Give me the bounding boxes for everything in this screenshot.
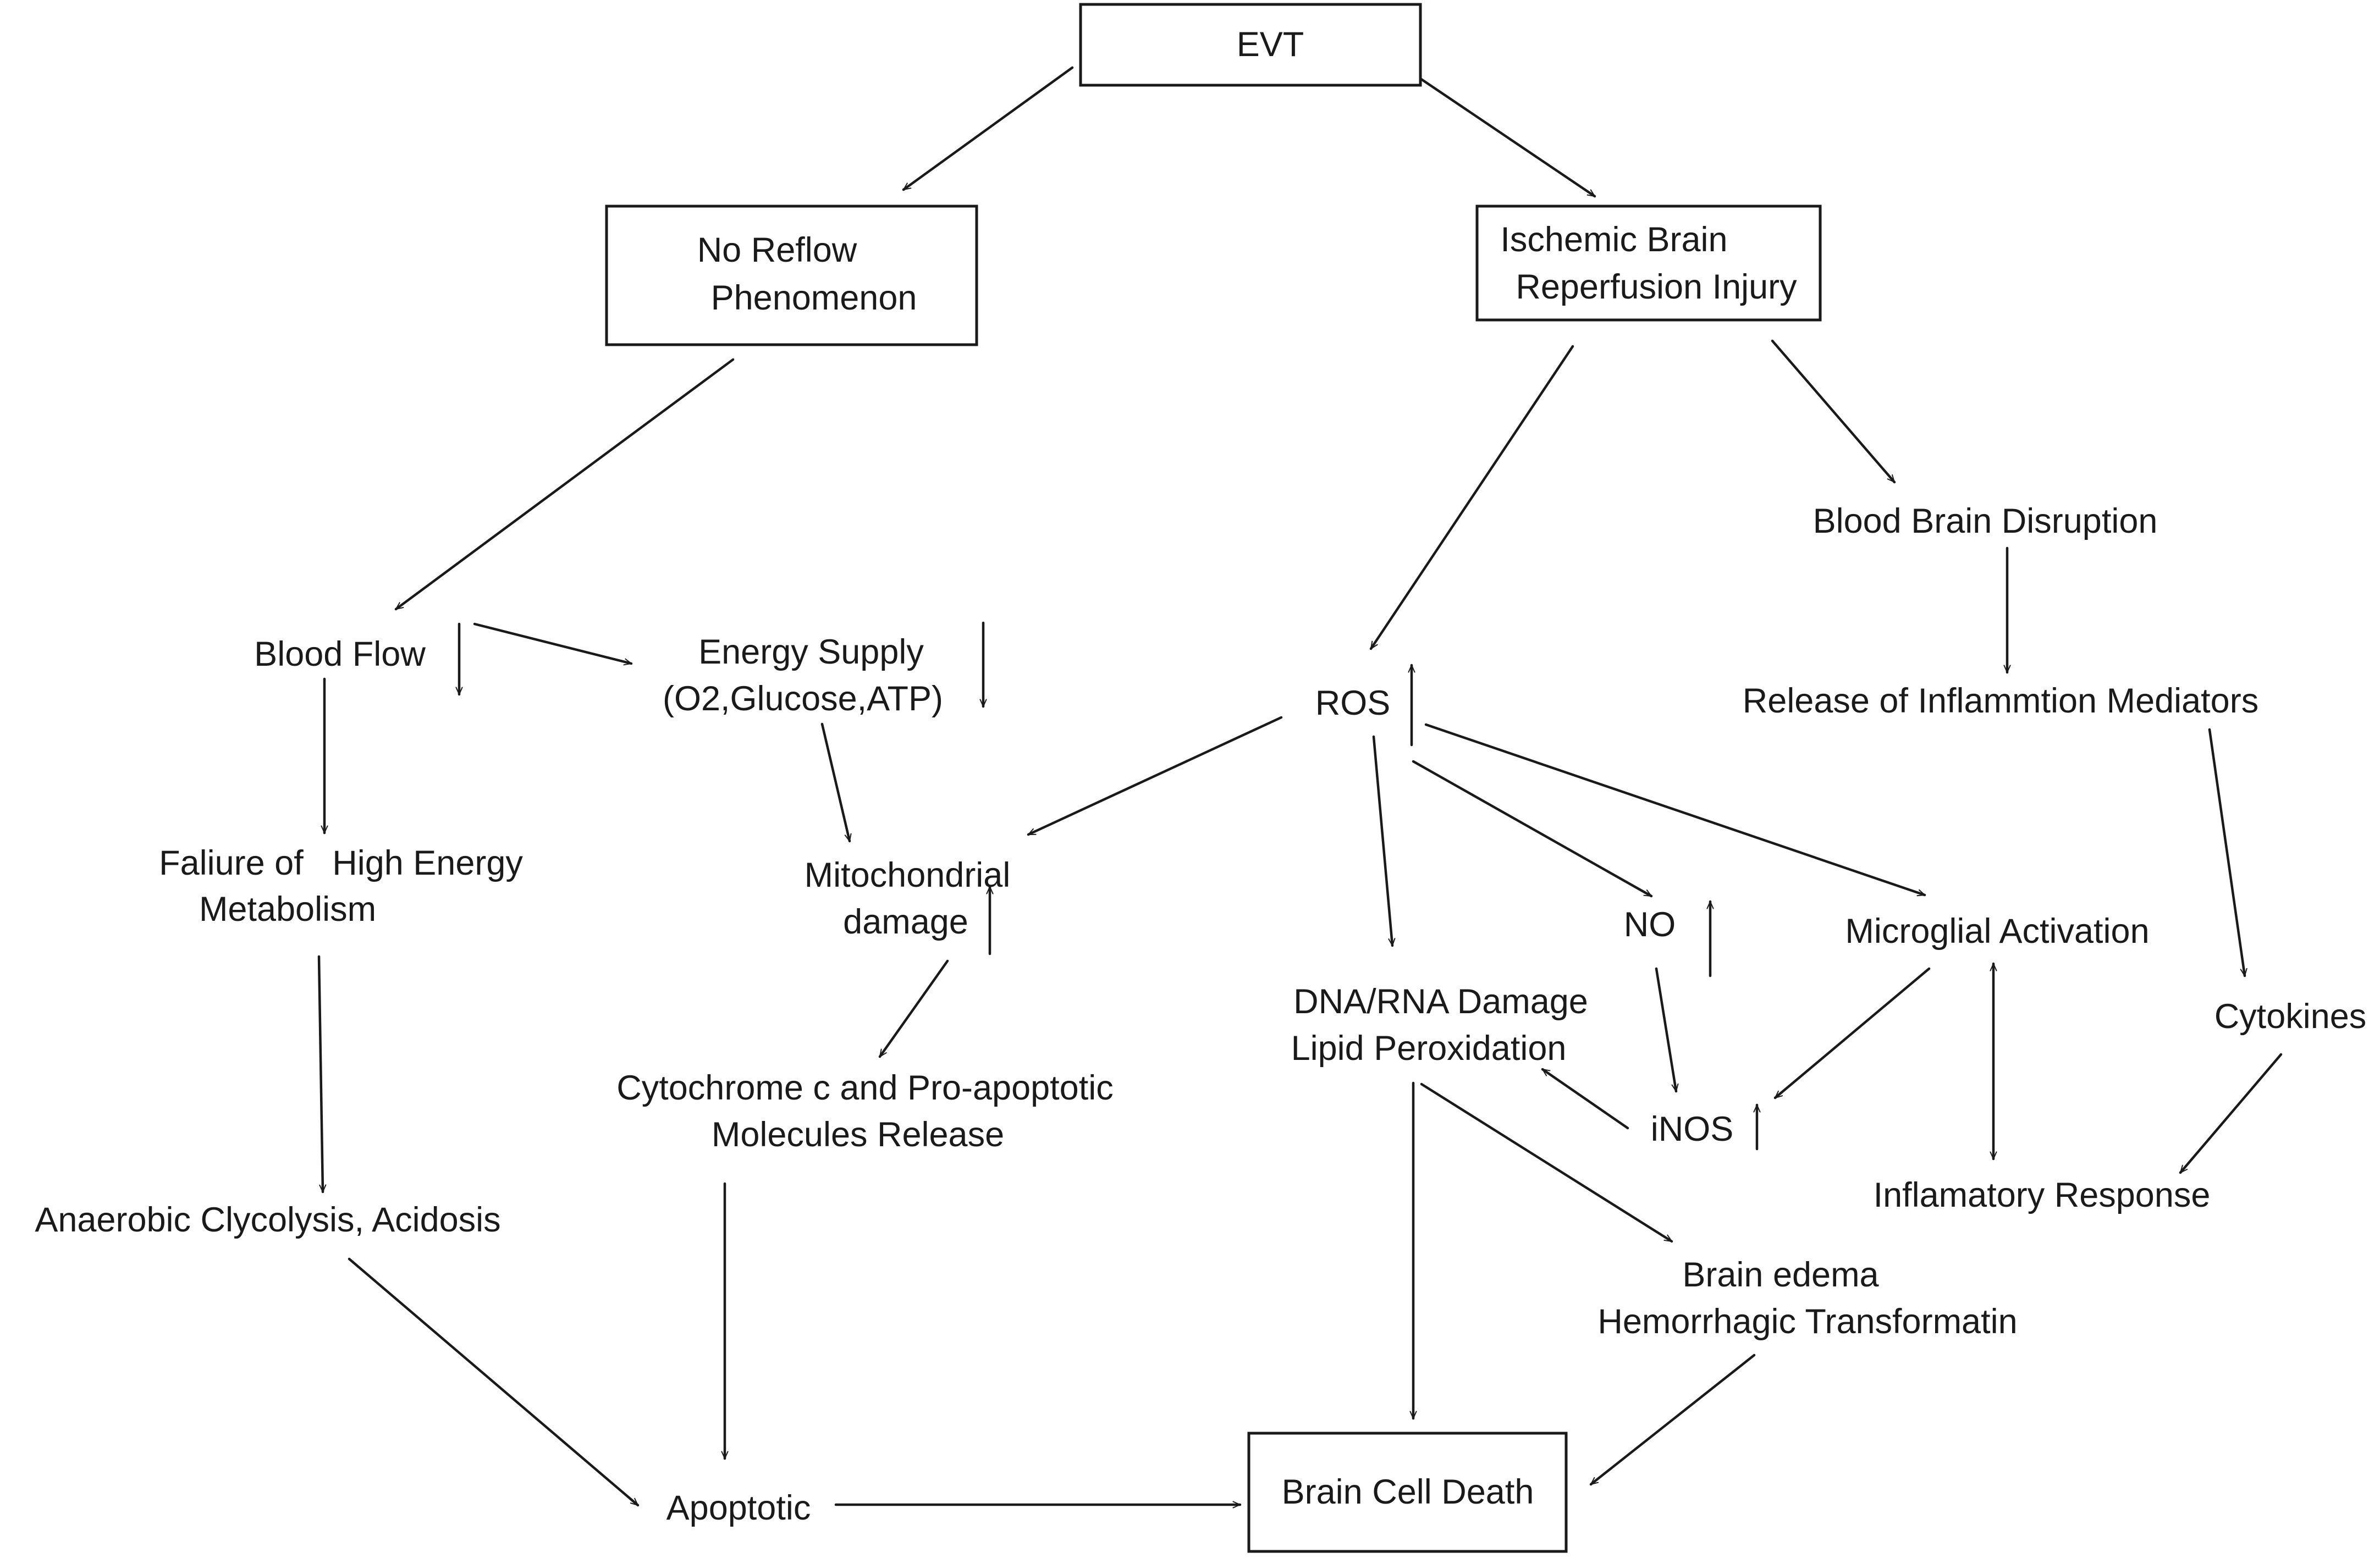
level-indicators (459, 621, 1757, 1151)
microglial-label: Microglial Activation (1845, 912, 2149, 951)
arrow-cytokines-to-inflammatory (2179, 1053, 2283, 1174)
cytochrome-label: Cytochrome c and Pro-apoptotic (616, 1069, 1113, 1107)
edema-label: Brain edema (1682, 1256, 1879, 1294)
anaerobic-label: Anaerobic Clycolysis, Acidosis (35, 1201, 500, 1239)
arrow-microglial-to-inos (1773, 967, 1931, 1100)
energy-supply-label-2: (O2,Glucose,ATP) (663, 679, 943, 718)
arrow-bloodflow-to-energy (473, 622, 633, 664)
arrow-anaerobic-to-apoptotic (348, 1257, 640, 1507)
arrow-ros-to-dna (1372, 735, 1392, 947)
mito-damage-label: Mitochondrial (805, 856, 1011, 894)
blood-flow-label: Blood Flow (254, 635, 426, 673)
no-reflow-label: No Reflow (697, 231, 857, 269)
arrow-evt-to-noreflow (902, 66, 1074, 191)
release-mediators-label: Release of Inflammtion Mediators (1743, 682, 2258, 720)
apoptotic-label: Apoptotic (666, 1489, 811, 1527)
arrow-no-to-inos (1655, 967, 1676, 1093)
no-reflow-box (605, 205, 978, 346)
inos-label: iNOS (1651, 1110, 1734, 1148)
dna-damage-label: DNA/RNA Damage (1293, 982, 1588, 1021)
arrow-release-to-cytokines (2208, 728, 2245, 977)
arrow-ros-to-mito (1027, 716, 1283, 836)
evt-label: EVT (1237, 25, 1304, 64)
energy-supply-label: Energy Supply (698, 633, 924, 671)
arrow-ros-to-no (1412, 760, 1653, 898)
no-label: NO (1624, 905, 1676, 944)
edema-label-2: Hemorrhagic Transformatin (1597, 1302, 2017, 1341)
arrow-energy-to-mito (820, 722, 850, 843)
arrows (317, 66, 2283, 1507)
arrow-ros-to-microglial (1424, 723, 1926, 897)
brain-cell-death-box (1247, 1432, 1568, 1553)
no-reflow-label-2: Phenomenon (711, 279, 917, 317)
brain-cell-death-label: Brain Cell Death (1282, 1473, 1534, 1511)
cytochrome-label-2: Molecules Release (712, 1115, 1004, 1154)
arrow-edema-to-death (1589, 1353, 1756, 1486)
cytokines-label: Cytokines (2214, 997, 2367, 1036)
ischemic-label: Ischemic Brain (1500, 220, 1727, 259)
arrow-mito-to-cytochrome (878, 959, 949, 1058)
arrow-inos-to-dna (1541, 1068, 1629, 1130)
arrow-ischemic-to-ros (1369, 345, 1574, 650)
evt-box (1079, 3, 1422, 87)
ischemic-label-2: Reperfusion Injury (1516, 268, 1797, 306)
failure-metabolism-label: Faliure of High Energy (159, 844, 523, 882)
arrow-ischemic-to-bbb (1771, 339, 1896, 484)
ros-label: ROS (1315, 684, 1391, 722)
inflammatory-label: Inflamatory Response (1874, 1176, 2211, 1214)
bbb-disruption-label: Blood Brain Disruption (1813, 502, 2158, 540)
arrow-dna-to-edema (1420, 1082, 1673, 1243)
ischemic-box (1475, 205, 1822, 322)
mito-damage-label-2: damage (843, 903, 968, 941)
arrow-failure-to-anaerobic (317, 955, 323, 1194)
arrow-noreflow-to-bloodflow (394, 358, 735, 611)
failure-metabolism-label-2: Metabolism (199, 890, 376, 929)
arrow-evt-to-ischemic (1419, 77, 1596, 198)
dna-damage-label-2: Lipid Peroxidation (1291, 1029, 1567, 1068)
